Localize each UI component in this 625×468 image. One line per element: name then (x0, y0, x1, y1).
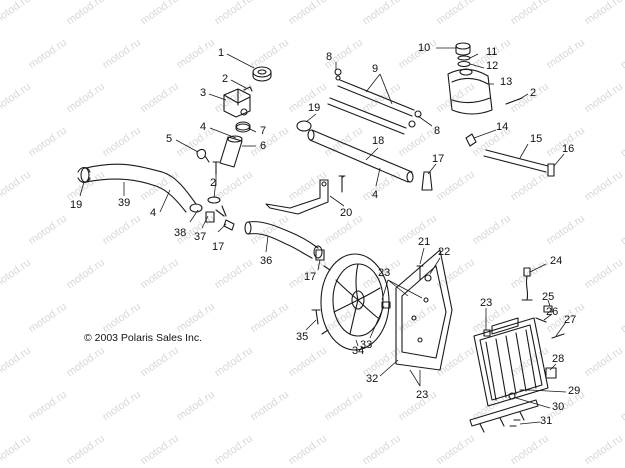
callout-14: 14 (496, 121, 509, 133)
callout-3: 3 (200, 87, 207, 99)
callout-22: 22 (438, 246, 451, 258)
callout-24: 24 (550, 255, 563, 267)
callout-34: 34 (352, 345, 365, 357)
callout-27: 27 (564, 314, 577, 326)
hose-cap-part (252, 66, 272, 82)
callout-23: 23 (480, 297, 493, 309)
callout-36: 36 (260, 255, 273, 267)
callout-1: 1 (218, 47, 225, 59)
callout-31: 31 (540, 415, 553, 427)
small-clip-part (243, 86, 253, 92)
nut-28-part (545, 367, 557, 379)
clamp-19-part (296, 120, 312, 132)
callout-19: 19 (70, 199, 83, 211)
callout-30: 30 (552, 401, 565, 413)
lower-hose-part (77, 163, 197, 213)
callout-23: 23 (416, 389, 429, 401)
callout-4: 4 (200, 121, 207, 133)
fan-switch-part (521, 267, 533, 301)
callout-16: 16 (562, 143, 575, 155)
bolt-21-part (416, 265, 424, 281)
callout-15: 15 (530, 133, 543, 145)
callout-26: 26 (546, 306, 559, 318)
callout-8: 8 (326, 51, 333, 63)
hose-36-part (244, 221, 323, 259)
nut-22-part (424, 274, 432, 282)
bleed-rods-part (327, 68, 422, 135)
callout-39: 39 (118, 197, 131, 209)
callout-37: 37 (194, 231, 207, 243)
radiator-part (473, 317, 549, 407)
callout-17: 17 (212, 241, 225, 253)
coolant-tube-part (307, 129, 414, 183)
callout-12: 12 (486, 60, 499, 72)
callout-10: 10 (418, 42, 431, 54)
thermostat-housing-part (223, 88, 251, 118)
reservoir-cap-part (455, 42, 471, 68)
callout-38: 38 (174, 227, 187, 239)
callout-4: 4 (150, 207, 157, 219)
screw-35-part (311, 309, 321, 325)
callout-8: 8 (434, 125, 441, 137)
callout-19: 19 (308, 102, 321, 114)
bracket-part (265, 179, 329, 215)
leader-lines (79, 47, 567, 425)
coolant-reservoir-part (447, 68, 493, 115)
callout-9: 9 (372, 63, 379, 75)
fitting-25-part (543, 305, 553, 313)
short-hose-part (219, 135, 243, 168)
callout-18: 18 (372, 135, 385, 147)
callout-4: 4 (372, 189, 379, 201)
callout-17: 17 (432, 153, 445, 165)
hose-clamps-part (189, 196, 227, 223)
callout-35: 35 (296, 331, 309, 343)
callout-2: 2 (210, 177, 217, 189)
callout-25: 25 (542, 291, 555, 303)
callout-2: 2 (530, 87, 537, 99)
callout-23: 23 (378, 267, 391, 279)
fitting-part (223, 219, 235, 231)
fastener-33-part (381, 301, 391, 309)
copyright-notice: © 2003 Polaris Sales Inc. (84, 332, 203, 344)
bolt-20-part (338, 175, 346, 193)
clamp-17-part (315, 249, 325, 261)
bolt-27-part (551, 333, 565, 339)
clamp-part (235, 121, 251, 133)
callout-33: 33 (360, 339, 373, 351)
callout-20: 20 (340, 207, 353, 219)
callout-6: 6 (260, 140, 267, 152)
fan-shroud-part (395, 249, 453, 371)
clamp-17b-part (421, 171, 433, 191)
callout-11: 11 (486, 46, 498, 58)
callout-5: 5 (166, 133, 173, 145)
callout-13: 13 (500, 76, 513, 88)
lower-bracket-part (469, 399, 539, 433)
callout-29: 29 (568, 385, 581, 397)
overflow-hose-part (465, 133, 555, 177)
callout-21: 21 (418, 236, 431, 248)
callout-28: 28 (552, 353, 565, 365)
callout-2: 2 (222, 73, 229, 85)
callout-32: 32 (366, 373, 379, 385)
clip-part (196, 148, 210, 163)
bolt-26-part (535, 317, 547, 323)
callout-17: 17 (304, 271, 317, 283)
callout-7: 7 (260, 125, 267, 137)
